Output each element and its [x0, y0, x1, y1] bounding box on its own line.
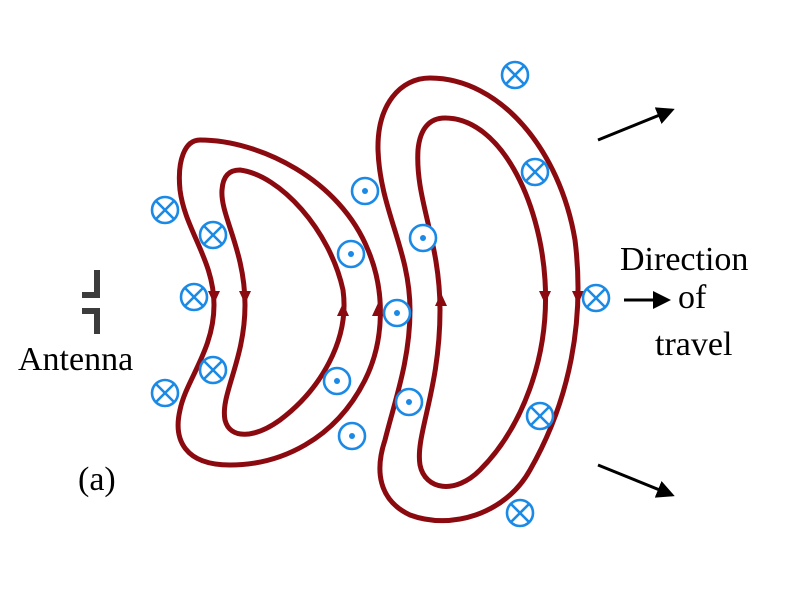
- arrow-up-icon: [372, 303, 384, 316]
- small-outer-loop: [175, 137, 383, 468]
- circle-dot-icon: [350, 176, 380, 206]
- arrow-up-icon: [435, 293, 447, 306]
- arrow-lower-right-icon: [597, 463, 675, 498]
- circle-dot-icon: [394, 387, 424, 417]
- circle-cross-icon: [150, 195, 180, 225]
- circle-cross-icon: [198, 220, 228, 250]
- arrow-upper-right-icon: [597, 107, 675, 142]
- large-outer-loop: [375, 75, 581, 524]
- circle-dot-icon: [337, 421, 367, 451]
- circle-dot-icon: [322, 366, 352, 396]
- travel-arrows: [597, 107, 675, 498]
- panel-label: (a): [78, 461, 116, 498]
- circle-cross-icon: [505, 498, 535, 528]
- circle-cross-icon: [179, 282, 209, 312]
- out-of-page-symbols: [322, 176, 438, 451]
- antenna-icon: [82, 270, 100, 334]
- circle-dot-icon: [408, 223, 438, 253]
- antenna-label: Antenna: [18, 341, 133, 378]
- arrow-down-icon: [572, 291, 584, 304]
- direction-label-line2: of: [678, 279, 707, 316]
- large-inner-loop: [415, 115, 549, 489]
- circle-dot-icon: [336, 239, 366, 269]
- circle-cross-icon: [525, 401, 555, 431]
- field-loops: [175, 75, 581, 524]
- into-page-symbols: [150, 60, 611, 528]
- small-inner-loop: [219, 167, 347, 437]
- arrow-down-icon: [539, 291, 551, 304]
- circle-cross-icon: [581, 283, 611, 313]
- circle-cross-icon: [198, 355, 228, 385]
- circle-dot-icon: [382, 298, 412, 328]
- direction-label-line3: travel: [655, 326, 732, 363]
- arrow-up-icon: [337, 303, 349, 316]
- circle-cross-icon: [150, 378, 180, 408]
- loop-direction-arrows: [208, 291, 584, 316]
- circle-cross-icon: [500, 60, 530, 90]
- direction-label-line1: Direction: [620, 241, 748, 278]
- arrow-down-icon: [208, 291, 220, 304]
- circle-cross-icon: [520, 157, 550, 187]
- arrow-down-icon: [239, 291, 251, 304]
